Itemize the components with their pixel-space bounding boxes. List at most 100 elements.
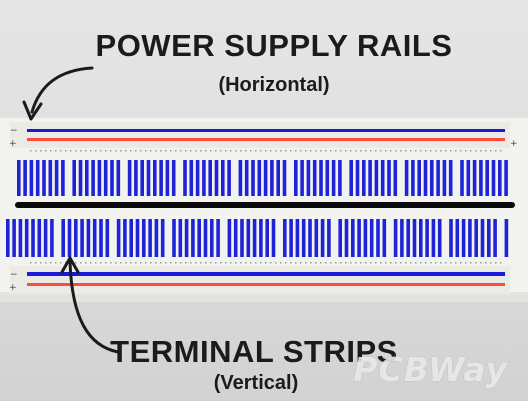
terminal-strip [431,219,436,257]
terminal-strip [363,219,368,257]
rail-hole [490,262,492,264]
rail-hole [155,150,157,152]
terminal-strip [99,219,103,257]
rail-hole [45,150,47,152]
rail-hole [195,150,197,152]
terminal-strip [417,160,421,196]
terminal-strip [154,219,159,257]
terminal-strip [412,219,417,257]
terminal-strip [178,219,183,257]
terminal-strip [183,160,187,196]
rail-hole [295,150,297,152]
rail-hole [125,262,127,264]
terminal-strip [86,219,91,257]
terminal-strip [357,219,361,257]
rail-hole [230,150,232,152]
rail-hole [400,150,402,152]
terminal-strip [12,219,16,257]
terminal-strip [238,160,243,196]
rail-hole [470,150,472,152]
rail-hole [395,262,397,264]
rail-hole [220,262,222,264]
rail-hole [410,262,412,264]
terminal-strip [320,219,325,257]
terminal-strip [85,160,89,196]
terminal-strip [270,160,274,196]
terminal-strip [251,160,255,196]
strips-subtitle: (Vertical) [213,372,299,394]
rail-hole [230,262,232,264]
rail-hole [265,262,267,264]
terminal-strip [197,219,201,257]
rail-hole [415,150,417,152]
terminal-strip [31,219,35,257]
rail-hole [215,262,217,264]
rail-hole [50,262,52,264]
terminal-strip [393,219,398,257]
terminal-strip [344,219,349,257]
rail-hole [455,150,457,152]
rail-hole [260,262,262,264]
top-right-plus-symbol: + [510,139,518,149]
terminal-strip [140,160,144,196]
terminal-strip [362,160,366,196]
rail-hole [365,262,367,264]
rail-hole [85,262,87,264]
rail-hole [355,150,357,152]
terminal-strip [18,219,23,257]
rail-hole [465,262,467,264]
rail-hole [325,150,327,152]
terminal-strip [80,219,84,257]
rail-hole [245,262,247,264]
terminal-strip [406,219,410,257]
terminal-strip [331,160,336,196]
arrow-curved-left-icon [30,66,94,114]
rail-hole [380,262,382,264]
rail-hole [100,262,102,264]
breadboard-lower-edge [0,292,528,302]
rail-hole [485,150,487,152]
rail-hole [425,150,427,152]
rail-hole [405,150,407,152]
terminal-strip [461,219,466,257]
terminal-strip [376,219,380,257]
terminal-strip [472,160,477,196]
rail-hole [115,150,117,152]
rail-hole [445,150,447,152]
rail-hole [425,262,427,264]
terminal-strip [300,160,304,196]
terminal-strip [423,160,428,196]
rail-hole [375,150,377,152]
rail-hole [60,262,62,264]
rail-hole [285,150,287,152]
terminal-strip [127,160,132,196]
terminal-strip [221,160,225,196]
terminal-strip [400,219,404,257]
rail-hole [370,262,372,264]
terminal-strip [294,160,298,196]
rail-hole [150,150,152,152]
rail-hole [65,150,67,152]
rail-hole [195,262,197,264]
center-channel [15,202,515,208]
rail-hole [120,150,122,152]
terminal-strip [301,219,306,257]
terminal-strip [468,219,472,257]
terminal-strip [37,219,42,257]
top-power-rails [27,129,505,152]
rail-hole [360,150,362,152]
rail-hole [30,262,32,264]
terminal-strip [466,160,471,196]
terminal-strip [355,160,360,196]
terminal-strip [48,160,53,196]
rail-hole [420,150,422,152]
rail-hole [300,262,302,264]
rail-hole [380,150,382,152]
rail-hole [185,150,187,152]
rail-hole [285,262,287,264]
rail-hole [500,262,502,264]
rail-hole [40,262,42,264]
rail-hole [165,262,167,264]
rail-hole [275,150,277,152]
